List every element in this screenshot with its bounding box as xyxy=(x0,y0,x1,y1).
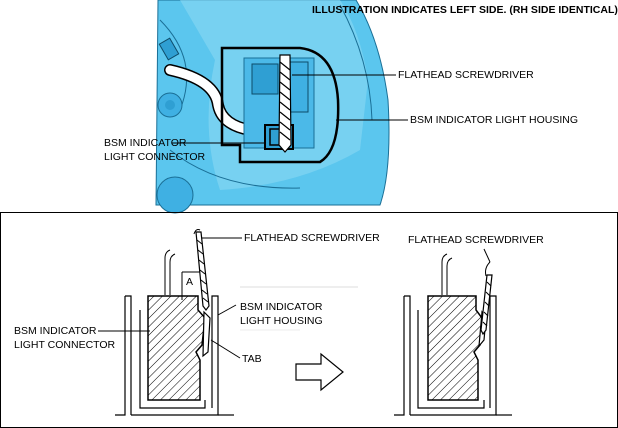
bottom-left-drawing xyxy=(98,229,358,416)
label-connector-top-2: LIGHT CONNECTOR xyxy=(104,151,206,163)
bottom-right-drawing xyxy=(394,248,512,416)
label-screwdriver-bottom-left: FLATHEAD SCREWDRIVER xyxy=(244,232,380,244)
light-housing-outline xyxy=(220,46,340,164)
label-connector-bottom-1: BSM INDICATOR xyxy=(14,325,97,337)
label-connector-bottom-2: LIGHT CONNECTOR xyxy=(14,339,116,351)
label-connector-top-1: BSM INDICATOR xyxy=(104,137,187,149)
label-housing-top: BSM INDICATOR LIGHT HOUSING xyxy=(410,114,579,126)
tab xyxy=(202,310,211,358)
connector-hatched xyxy=(147,295,206,401)
label-screwdriver-top: FLATHEAD SCREWDRIVER xyxy=(398,69,534,81)
label-housing-bottom-1: BSM INDICATOR xyxy=(240,301,323,313)
arrow-icon xyxy=(295,352,344,392)
top-illustration xyxy=(155,0,408,214)
label-screwdriver-bottom-right: FLATHEAD SCREWDRIVER xyxy=(408,234,544,246)
label-housing-bottom-2: LIGHT HOUSING xyxy=(240,315,323,327)
illustration-note: ILLUSTRATION INDICATES LEFT SIDE. (RH SI… xyxy=(312,4,618,16)
top-screwdriver xyxy=(278,54,292,153)
label-tab: TAB xyxy=(242,353,262,365)
label-dimension-a: A xyxy=(186,276,194,288)
